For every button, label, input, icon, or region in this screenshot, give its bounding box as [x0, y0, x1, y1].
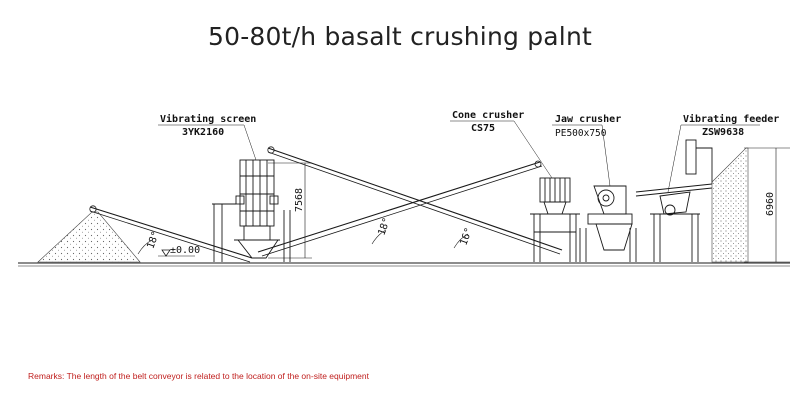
svg-text:ZSW9638: ZSW9638: [702, 127, 744, 138]
ground-level-label: ±0.00: [170, 245, 200, 256]
ground-line: [18, 262, 790, 267]
svg-text:Vibrating screen: Vibrating screen: [160, 113, 256, 125]
cone-crusher: [530, 177, 580, 262]
label-jaw-crusher: Jaw crusher PE500x750: [552, 114, 621, 187]
svg-text:CS75: CS75: [471, 123, 495, 134]
svg-text:Jaw crusher: Jaw crusher: [555, 114, 621, 125]
feed-conveyor: [257, 160, 543, 257]
vibrating-screen: [212, 159, 291, 262]
svg-text:Cone crusher: Cone crusher: [452, 110, 524, 121]
label-vibrating-feeder: Vibrating feeder ZSW9638: [667, 113, 779, 193]
screen-height-value: 7568: [294, 188, 305, 212]
stockpile: [37, 211, 141, 263]
svg-text:Vibrating feeder: Vibrating feeder: [683, 113, 779, 125]
raw-material-ramp: [711, 147, 749, 263]
return-angle: 18°: [376, 216, 393, 237]
stockpile-conveyor: [89, 205, 253, 263]
remarks-note: Remarks: The length of the belt conveyor…: [28, 371, 369, 381]
vibrating-feeder: [635, 139, 713, 262]
return-conveyor: [267, 146, 563, 255]
label-vibrating-screen: Vibrating screen 3YK2160: [158, 113, 256, 161]
jaw-crusher: [579, 185, 637, 262]
page-title: 50-80t/h basalt crushing palnt: [207, 22, 592, 51]
svg-text:3YK2160: 3YK2160: [182, 127, 224, 138]
feed-angle: 16°: [458, 226, 475, 247]
feeder-height-dimension: [744, 147, 790, 263]
feeder-height-value: 6960: [765, 192, 776, 216]
svg-text:PE500x750: PE500x750: [555, 128, 607, 139]
label-cone-crusher: Cone crusher CS75: [450, 110, 553, 179]
stockpile-angle: 18°: [145, 230, 162, 251]
ground-level-mark: [158, 249, 195, 257]
